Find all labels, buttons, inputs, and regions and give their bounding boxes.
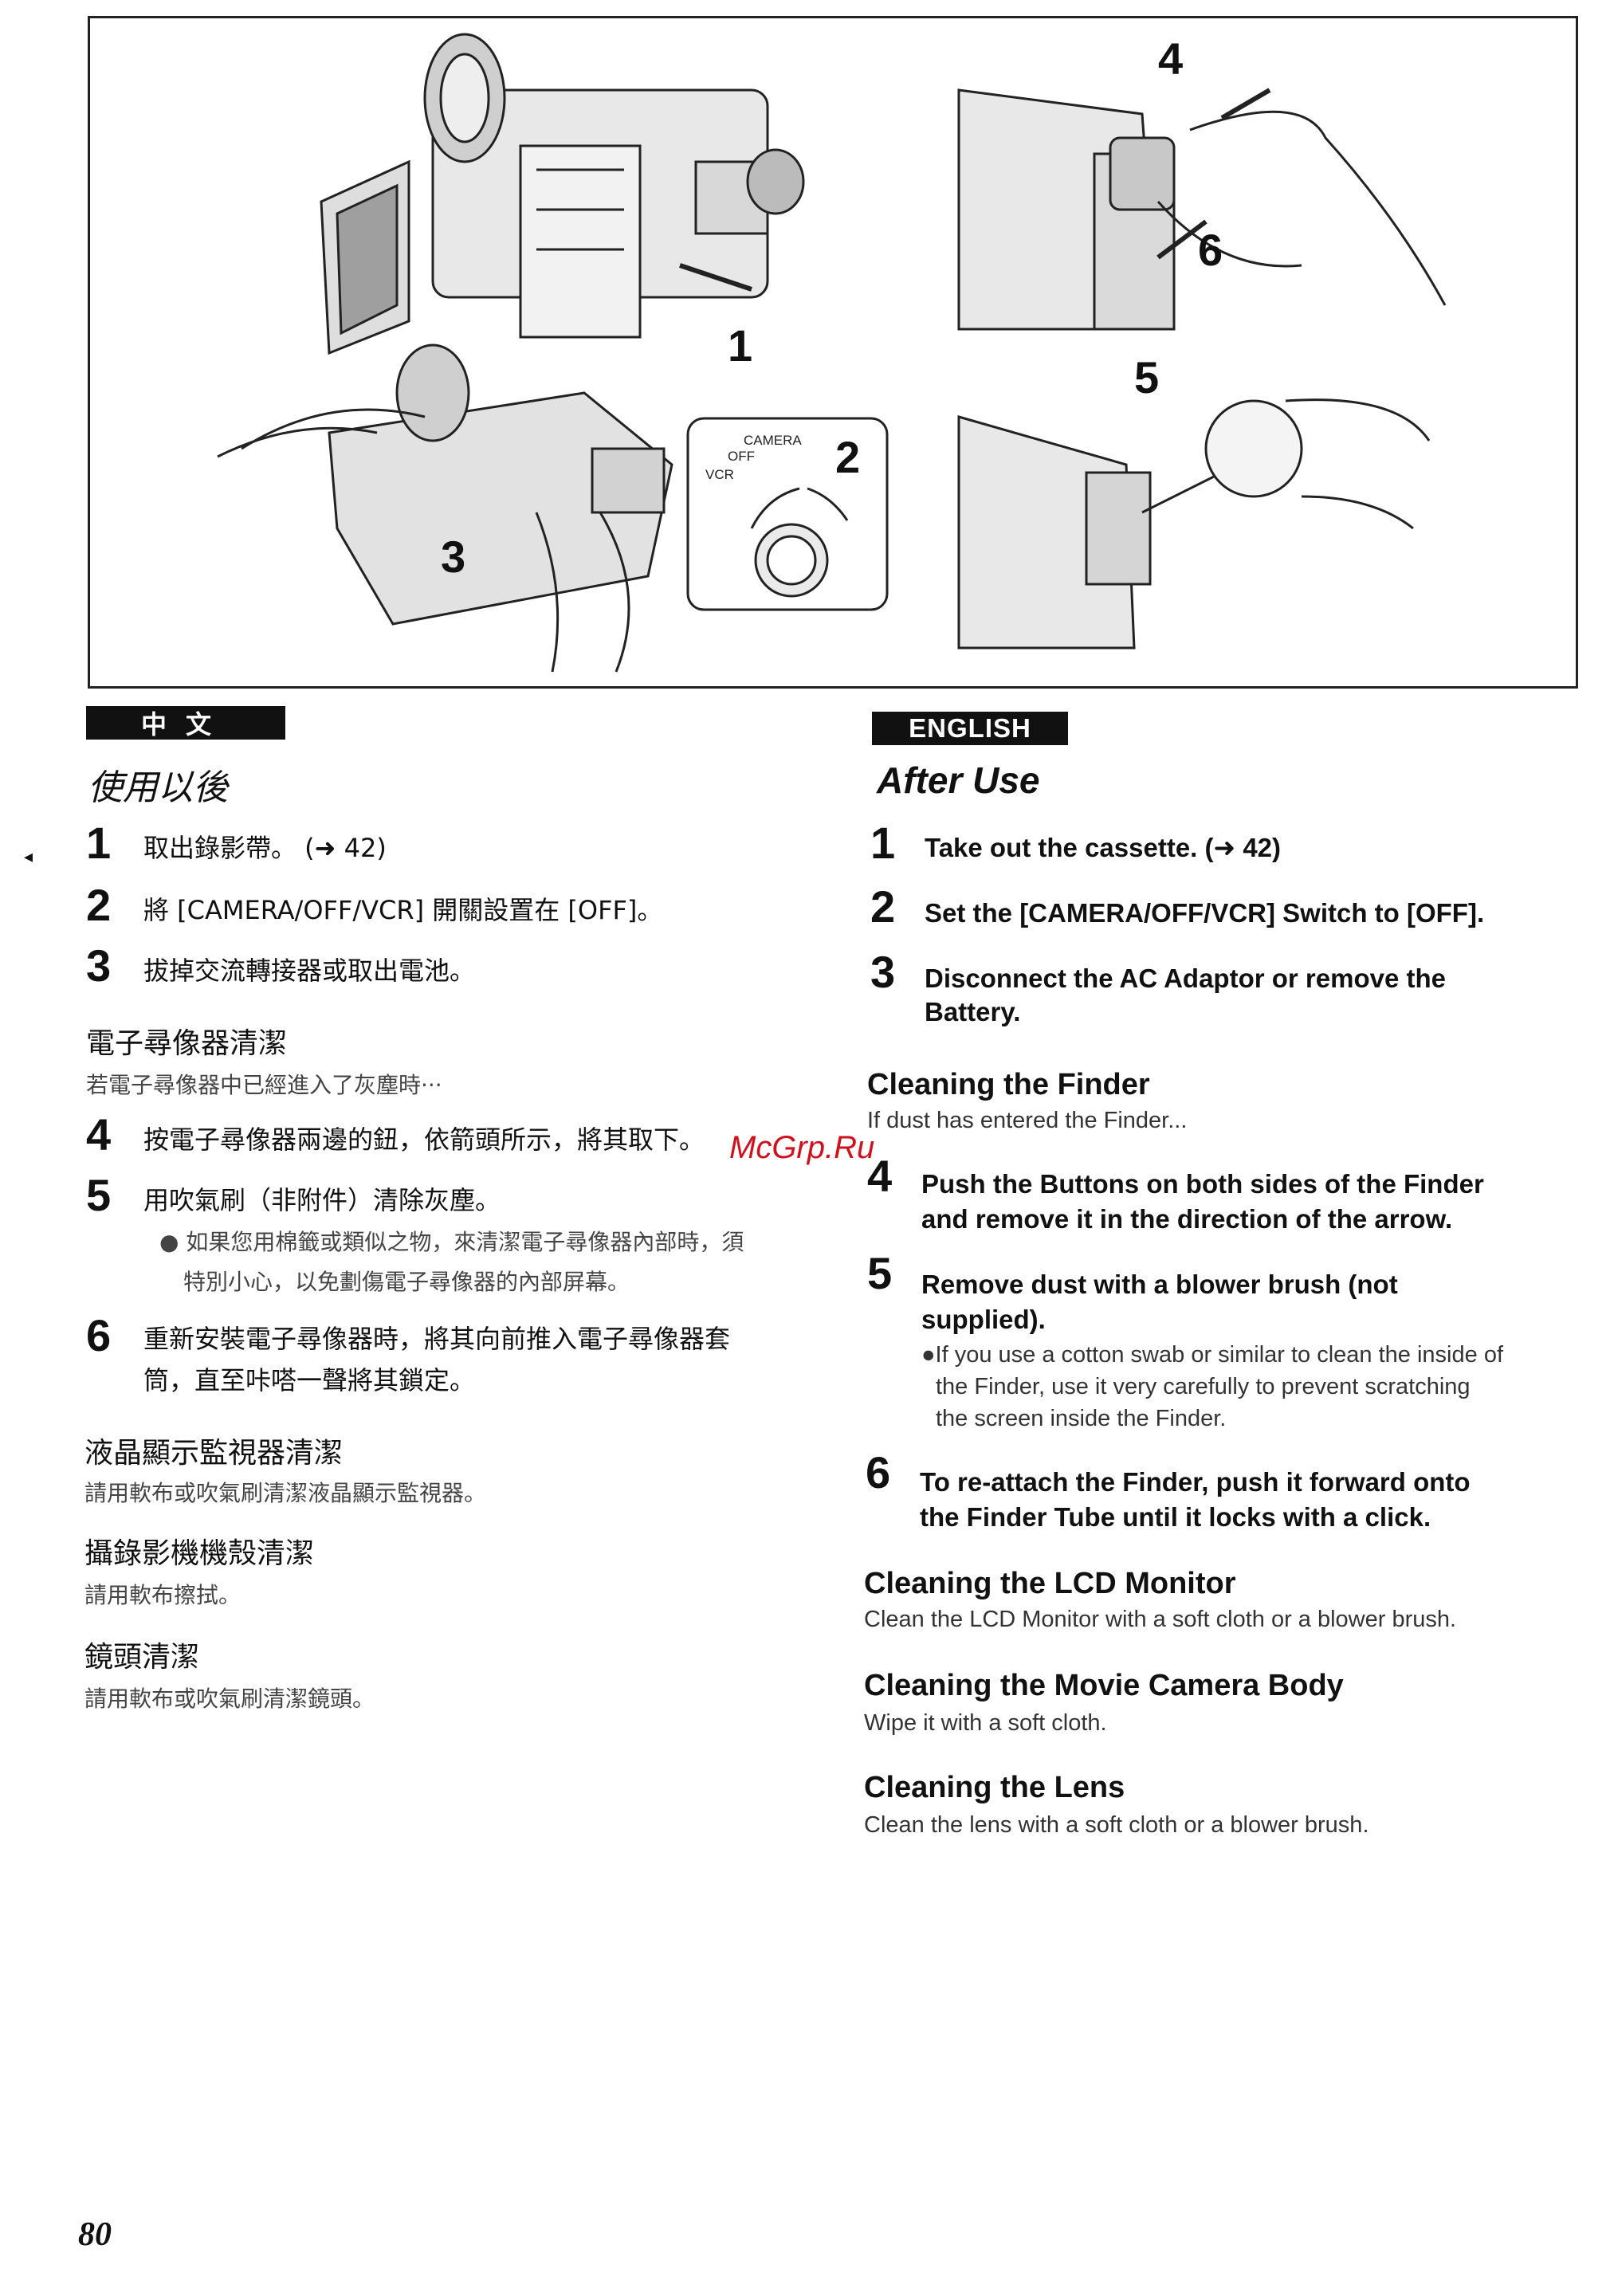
zh-step-6-line-1: 重新安裝電子尋像器時，將其向前推入電子尋像器套 [143,1324,731,1354]
en-finder-heading: Cleaning the Finder [867,1068,1150,1101]
margin-mark: ◂ [24,846,33,866]
en-step-4-number: 4 [867,1151,893,1201]
callout-2: 2 [835,432,860,482]
zh-lens-heading: 鏡頭清潔 [84,1641,200,1674]
switch-label-off: OFF [728,449,755,464]
zh-finder-heading: 電子尋像器清潔 [86,1027,288,1060]
zh-step-3-text: 拔掉交流轉接器或取出電池。 [143,956,476,986]
callout-5: 5 [1134,352,1159,402]
en-step-4-line-1: Push the Buttons on both sides of the Fi… [921,1169,1484,1199]
camcorder-illustration: 1 2 3 4 5 6 CAMERA OFF VCR [217,33,1447,673]
en-body-text: Wipe it with a soft cloth. [864,1710,1107,1736]
zh-step-6-number: 6 [86,1310,112,1360]
en-step-6-line-2: the Finder Tube until it locks with a cl… [920,1502,1431,1532]
en-step-5-line-2: supplied). [921,1305,1046,1334]
callout-4: 4 [1158,33,1183,84]
zh-body-heading: 攝錄影機機殼清潔 [84,1537,315,1570]
en-step-2-number: 2 [870,881,896,932]
zh-step-6-line-2: 筒，直至咔嗒一聲將其鎖定。 [143,1365,476,1395]
en-step-2-text: Set the [CAMERA/OFF/VCR] Switch to [OFF]… [925,898,1485,928]
en-step-3-number: 3 [870,947,896,997]
english-title: After Use [877,759,1040,801]
en-step-6-number: 6 [866,1447,891,1497]
en-lcd-text: Clean the LCD Monitor with a soft cloth … [864,1607,1457,1632]
callout-6: 6 [1198,225,1223,275]
illustration-panel: 1 2 3 4 5 6 CAMERA OFF VCR [88,16,1578,689]
zh-step-1-text: 取出錄影帶。 (➜ 42) [143,833,387,863]
mode-switch-inset [686,417,889,611]
zh-lcd-heading: 液晶顯示監視器清潔 [84,1437,344,1470]
callout-3: 3 [441,532,465,582]
zh-step-3-number: 3 [86,940,112,991]
zh-lens-text: 請用軟布或吹氣刷清潔鏡頭。 [84,1686,375,1712]
blower-brush-drawing [957,398,1431,650]
zh-step-2-text: 將 [CAMERA/OFF/VCR] 開關設置在 [OFF]。 [143,895,663,925]
en-step-1-number: 1 [870,818,896,868]
en-step-6-line-1: To re-attach the Finder, push it forward… [920,1467,1471,1497]
chinese-section-tag: 中文 [86,706,285,740]
direction-arrows [679,88,1271,292]
en-finder-intro: If dust has entered the Finder... [867,1108,1188,1133]
finder-removal-drawing [957,88,1447,331]
watermark: McGrp.Ru [729,1130,875,1165]
chinese-title: 使用以後 [88,767,228,808]
callout-1: 1 [728,320,752,371]
zh-step-5-text: 用吹氣刷（非附件）清除灰塵。 [143,1185,501,1215]
en-step-5-note-line-1: ●If you use a cotton swab or similar to … [921,1342,1503,1368]
en-step-3-line-2: Battery. [925,997,1021,1026]
en-lens-heading: Cleaning the Lens [864,1771,1125,1804]
zh-step-4-text: 按電子尋像器兩邊的鈕，依箭頭所示，將其取下。 [143,1124,705,1155]
zh-step-5-number: 5 [86,1170,112,1220]
zh-step-5-note-line-1: ● 如果您用棉籤或類似之物，來清潔電子尋像器內部時，須 [159,1229,744,1255]
en-body-heading: Cleaning the Movie Camera Body [864,1669,1344,1702]
en-step-5-note-line-3: the screen inside the Finder. [936,1406,1227,1431]
en-step-3-line-1: Disconnect the AC Adaptor or remove the [925,964,1446,993]
zh-body-text: 請用軟布擦拭。 [84,1582,242,1608]
switch-label-camera: CAMERA [744,433,802,448]
en-step-4-line-2: and remove it in the direction of the ar… [921,1204,1453,1234]
zh-finder-intro: 若電子尋像器中已經進入了灰塵時··· [86,1072,442,1098]
en-step-5-number: 5 [867,1248,893,1298]
camcorder-open-cassette-drawing [320,33,805,355]
en-step-5-line-1: Remove dust with a blower brush (not [921,1270,1398,1299]
switch-label-vcr: VCR [705,467,734,482]
page-number: 80 [78,2216,112,2253]
zh-lcd-text: 請用軟布或吹氣刷清潔液晶顯示監視器。 [84,1480,487,1506]
en-step-5-note-line-2: the Finder, use it very carefully to pre… [936,1374,1471,1399]
zh-step-1-number: 1 [86,818,112,868]
zh-step-2-number: 2 [86,880,112,930]
english-section-tag: ENGLISH [872,712,1068,745]
zh-step-5-note-line-2: 特別小心，以免劃傷電子尋像器的內部屏幕。 [183,1269,630,1295]
camcorder-hands-drawing [217,343,673,673]
en-lens-text: Clean the lens with a soft cloth or a bl… [864,1812,1369,1838]
en-step-1-text: Take out the cassette. (➜ 42) [925,833,1282,862]
en-lcd-heading: Cleaning the LCD Monitor [864,1567,1236,1600]
zh-step-4-number: 4 [86,1109,112,1160]
